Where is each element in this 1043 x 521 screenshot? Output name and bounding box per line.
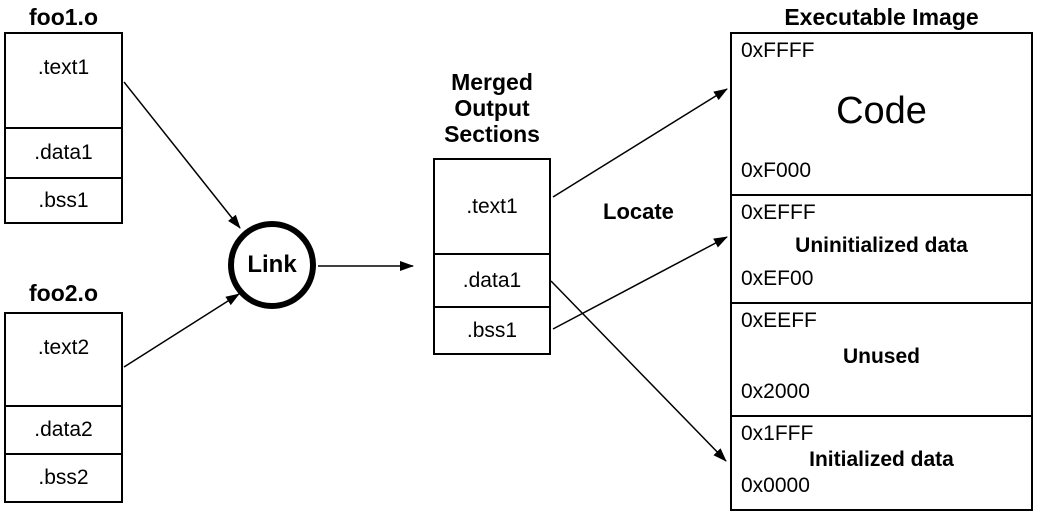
object-file-section: .data2 xyxy=(6,407,121,455)
memory-region-initialized-data: 0x1FFF Initialized data 0x0000 xyxy=(732,417,1031,509)
region-label: Unused xyxy=(842,344,920,368)
memory-region-unused: 0xEEFF Unused 0x2000 xyxy=(732,304,1031,417)
object-file-section: .bss2 xyxy=(38,466,89,489)
arrow-foo2-to-link xyxy=(123,293,240,368)
object-file-section: .text2 xyxy=(6,314,121,407)
object-file-section: .data1 xyxy=(6,129,121,179)
object-file-box-foo1: .text1 .data1 .bss1 xyxy=(4,32,123,224)
merged-output-box: .text1 .data1 .bss1 xyxy=(433,158,551,355)
region-label: Code xyxy=(836,89,927,132)
arrow-data1-to-initialized xyxy=(550,280,727,462)
region-bottom-address: 0x0000 xyxy=(741,474,810,497)
link-step-label: Link xyxy=(247,251,297,278)
object-file-title-foo2: foo2.o xyxy=(29,280,98,306)
memory-region-uninitialized-data: 0xEFFF Uninitialized data 0xEF00 xyxy=(732,196,1031,304)
region-bottom-address: 0xF000 xyxy=(741,159,812,182)
region-label: Initialized data xyxy=(809,448,954,471)
object-file-section: .bss1 xyxy=(38,188,89,212)
object-file-section: .text1 xyxy=(6,34,121,129)
region-label: Uninitialized data xyxy=(795,234,968,257)
merged-output-title: Merged Output Sections xyxy=(444,69,540,147)
locate-step-label: Locate xyxy=(603,199,674,224)
arrow-bss1-to-uninitialized xyxy=(552,236,728,330)
merged-output-section: .text1 xyxy=(435,160,549,255)
region-top-address: 0x1FFF xyxy=(741,422,814,445)
memory-region-code: 0xFFFF Code 0xF000 xyxy=(732,34,1031,196)
region-top-address: 0xEEFF xyxy=(741,309,817,332)
executable-image-box: 0xFFFF Code 0xF000 0xEFFF Uninitialized … xyxy=(730,32,1033,511)
arrow-text1-to-code xyxy=(552,88,728,198)
executable-image-title: Executable Image xyxy=(784,4,979,30)
object-file-box-foo2: .text2 .data2 .bss2 xyxy=(4,312,123,503)
merged-output-section: .data1 xyxy=(435,255,549,308)
object-file-title-foo1: foo1.o xyxy=(29,4,98,30)
link-step-circle: Link xyxy=(228,221,316,309)
region-bottom-address: 0x2000 xyxy=(741,380,810,403)
region-bottom-address: 0xEF00 xyxy=(741,267,814,290)
merged-output-section: .bss1 xyxy=(466,318,518,342)
arrow-foo1-to-link xyxy=(123,81,241,229)
region-top-address: 0xEFFF xyxy=(741,201,816,224)
region-top-address: 0xFFFF xyxy=(741,39,815,62)
